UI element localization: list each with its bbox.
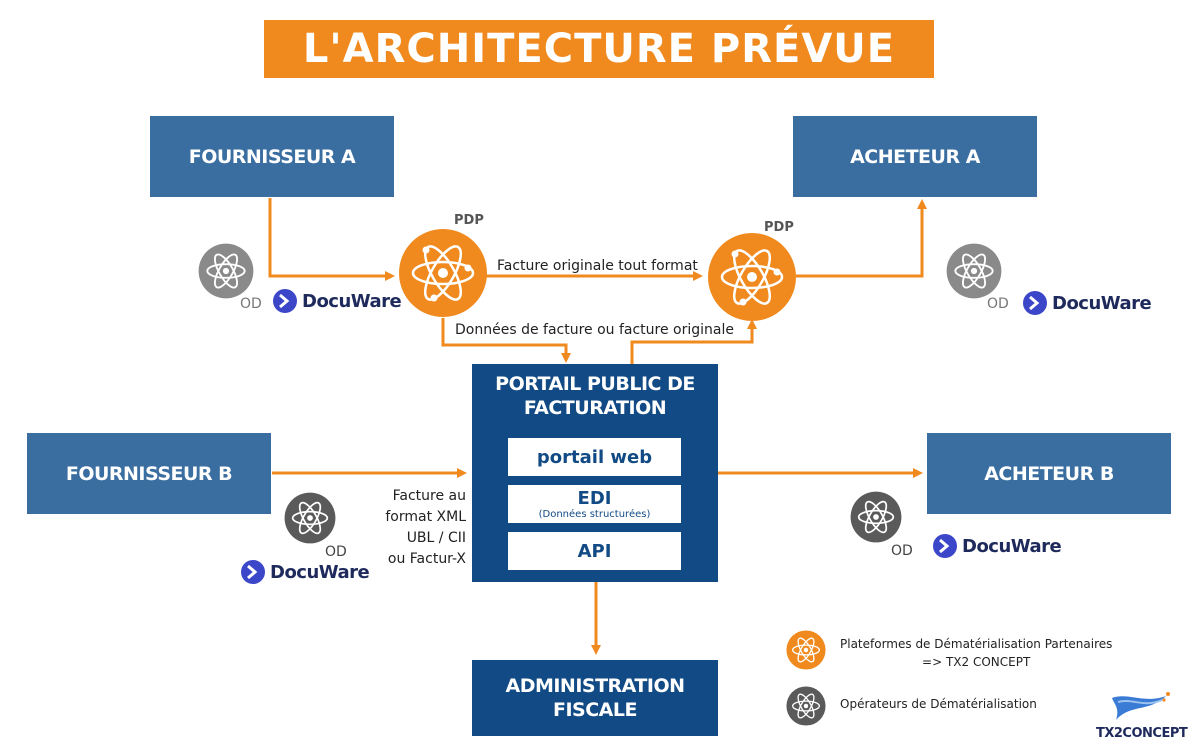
od-label-acheteur-b: OD bbox=[891, 543, 913, 559]
facture-xml-label: Facture au format XML UBL / CII ou Factu… bbox=[376, 486, 466, 570]
admin-line2: FISCALE bbox=[553, 699, 637, 721]
docuware-text: DocuWare bbox=[962, 535, 1062, 557]
tx2-logo-text: TX2CONCEPT bbox=[1096, 726, 1188, 741]
legend-od-atom-icon bbox=[786, 686, 826, 726]
acheteur-a-box: ACHETEUR A bbox=[793, 116, 1037, 197]
docuware-text: DocuWare bbox=[270, 561, 370, 583]
facture-xml-line2: format XML bbox=[385, 509, 466, 525]
legend-od-text: Opérateurs de Dématérialisation bbox=[840, 697, 1037, 711]
pdp-atom-icon-right bbox=[708, 233, 796, 321]
facture-xml-line3: UBL / CII bbox=[406, 530, 466, 546]
docuware-logo-fournisseur-b: DocuWare bbox=[240, 559, 370, 585]
fournisseur-b-box: FOURNISSEUR B bbox=[27, 433, 271, 514]
facture-originale-label: Facture originale tout format bbox=[497, 258, 698, 274]
donnees-facture-label: Données de facture ou facture originale bbox=[455, 322, 735, 338]
docuware-logo-acheteur-a: DocuWare bbox=[1022, 290, 1152, 316]
page-title: L'ARCHITECTURE PRÉVUE bbox=[264, 20, 934, 78]
docuware-icon bbox=[273, 289, 297, 313]
legend-pdp-text: Plateformes de Dématérialisation Partena… bbox=[840, 635, 1112, 671]
portail-title-line2: FACTURATION bbox=[523, 397, 667, 419]
edi-label: EDI bbox=[577, 487, 612, 509]
edi-box: EDI (Données structurées) bbox=[508, 485, 681, 523]
portail-web-label: portail web bbox=[536, 446, 653, 468]
legend-pdp-line2: => TX2 CONCEPT bbox=[922, 655, 1031, 669]
legend-pdp-line1: Plateformes de Dématérialisation Partena… bbox=[840, 637, 1113, 651]
arrow-portail-pdp bbox=[630, 319, 757, 364]
od-label-fournisseur-b: OD bbox=[325, 544, 347, 560]
portail-web-box: portail web bbox=[508, 438, 681, 476]
docuware-logo-fournisseur-a: DocuWare bbox=[272, 288, 402, 314]
od-atom-icon-acheteur-a bbox=[946, 243, 1002, 299]
pdp-label-left: PDP bbox=[454, 213, 484, 228]
facture-xml-line4: ou Factur-X bbox=[387, 551, 466, 567]
api-label: API bbox=[577, 540, 612, 562]
od-label-acheteur-a: OD bbox=[987, 296, 1009, 312]
legend-pdp-atom-icon bbox=[786, 630, 826, 670]
portail-title: PORTAIL PUBLIC DE FACTURATION bbox=[472, 372, 718, 420]
docuware-icon bbox=[1023, 291, 1047, 315]
admin-line1: ADMINISTRATION bbox=[505, 675, 685, 697]
od-atom-icon-acheteur-b bbox=[850, 491, 902, 543]
pdp-label-right: PDP bbox=[764, 220, 794, 235]
docuware-text: DocuWare bbox=[1052, 292, 1152, 314]
administration-fiscale-box: ADMINISTRATION FISCALE bbox=[472, 660, 718, 736]
docuware-icon bbox=[933, 534, 957, 558]
arrow-fournisseur-a-pdp bbox=[268, 198, 395, 281]
od-atom-icon-fournisseur-b bbox=[284, 492, 336, 544]
facture-xml-line1: Facture au bbox=[392, 488, 466, 504]
fournisseur-a-box: FOURNISSEUR A bbox=[150, 116, 394, 197]
od-atom-icon-fournisseur-a bbox=[198, 243, 254, 299]
arrow-pdp-portail bbox=[441, 318, 571, 363]
od-label-fournisseur-a: OD bbox=[240, 296, 262, 312]
acheteur-b-box: ACHETEUR B bbox=[927, 433, 1171, 514]
docuware-text: DocuWare bbox=[302, 290, 402, 312]
edi-sublabel: (Données structurées) bbox=[538, 508, 651, 520]
api-box: API bbox=[508, 532, 681, 570]
pdp-atom-icon-left bbox=[399, 229, 487, 317]
docuware-logo-acheteur-b: DocuWare bbox=[932, 533, 1062, 559]
docuware-icon bbox=[241, 560, 265, 584]
arrow-pdp-acheteur-a bbox=[796, 199, 927, 278]
portail-title-line1: PORTAIL PUBLIC DE bbox=[495, 373, 695, 395]
tx2-logo-swoosh-icon bbox=[1112, 692, 1170, 720]
